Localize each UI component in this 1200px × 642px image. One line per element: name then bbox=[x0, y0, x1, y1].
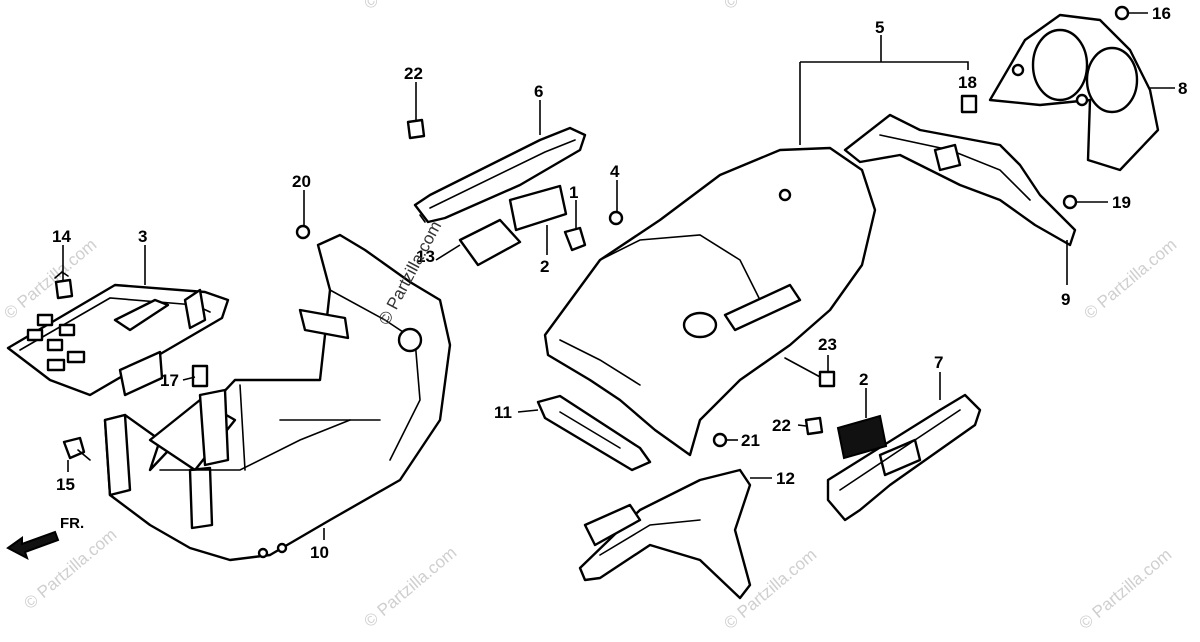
callout-4: 4 bbox=[610, 162, 620, 181]
callout-8: 8 bbox=[1178, 79, 1187, 98]
watermark-text: © Partzilla.com bbox=[1075, 545, 1175, 633]
part-17-clip bbox=[191, 364, 209, 388]
part-20-nut bbox=[295, 224, 311, 240]
callout-12: 12 bbox=[776, 469, 795, 488]
part-13-pad bbox=[458, 218, 522, 267]
callout-22-lower: 22 bbox=[772, 416, 791, 435]
callout-17: 17 bbox=[160, 371, 179, 390]
callout-5: 5 bbox=[875, 18, 884, 37]
part-18-clip bbox=[960, 94, 978, 114]
callout-3: 3 bbox=[138, 227, 147, 246]
part-19-nut bbox=[1062, 194, 1078, 210]
part-9-bracket bbox=[843, 113, 1077, 247]
part-2-reflector-lower bbox=[836, 414, 888, 460]
callout-7: 7 bbox=[934, 353, 943, 372]
watermark-text: © Partzilla.com bbox=[360, 543, 460, 631]
callout-1: 1 bbox=[569, 183, 578, 202]
callout-2-lower: 2 bbox=[859, 370, 868, 389]
callout-19: 19 bbox=[1112, 193, 1131, 212]
callout-15: 15 bbox=[56, 475, 75, 494]
direction-label: FR. bbox=[60, 515, 84, 532]
callout-23: 23 bbox=[818, 335, 837, 354]
part-3-bracket bbox=[6, 283, 230, 397]
part-22-bolt-top bbox=[406, 118, 426, 140]
front-direction-arrow: FR. bbox=[6, 515, 84, 561]
callout-13: 13 bbox=[416, 247, 435, 266]
part-15-bolt bbox=[62, 436, 91, 461]
callout-21: 21 bbox=[741, 431, 760, 450]
callout-10: 10 bbox=[310, 543, 329, 562]
part-11-bracket bbox=[536, 394, 652, 472]
callout-18: 18 bbox=[958, 73, 977, 92]
callout-20: 20 bbox=[292, 172, 311, 191]
part-22-bolt-lower bbox=[804, 416, 824, 436]
callout-22-top: 22 bbox=[404, 64, 423, 83]
part-21-nut bbox=[712, 432, 728, 448]
part-4-nut bbox=[608, 210, 624, 226]
callout-11: 11 bbox=[494, 403, 512, 422]
part-14-bolt bbox=[54, 270, 74, 300]
part-12-license-bracket bbox=[578, 468, 752, 600]
part-6-side-cover bbox=[413, 126, 587, 224]
part-16-screw bbox=[1114, 5, 1130, 21]
callouts: 1 2 2 3 4 5 6 7 8 9 10 11 12 13 14 15 16… bbox=[52, 4, 1187, 562]
callout-16: 16 bbox=[1152, 4, 1171, 23]
part-7-side-cover bbox=[826, 393, 982, 522]
watermark-text: © Partzilla.com bbox=[720, 0, 820, 13]
part-10-inner-fender bbox=[103, 233, 452, 562]
part-23-bolt bbox=[784, 357, 836, 388]
callout-9: 9 bbox=[1061, 290, 1070, 309]
callout-14: 14 bbox=[52, 227, 71, 246]
watermark-text: © Partzilla.com bbox=[1080, 235, 1180, 323]
part-8-meter-cover bbox=[988, 13, 1160, 172]
watermark-text: © Partzilla.com bbox=[360, 0, 460, 13]
part-2-reflector-top bbox=[508, 184, 568, 232]
callout-6: 6 bbox=[534, 82, 543, 101]
leader-lines bbox=[62, 12, 1175, 540]
part-1-clip bbox=[563, 226, 587, 252]
part-5-rear-fender bbox=[543, 146, 877, 457]
callout-2-top: 2 bbox=[540, 257, 549, 276]
